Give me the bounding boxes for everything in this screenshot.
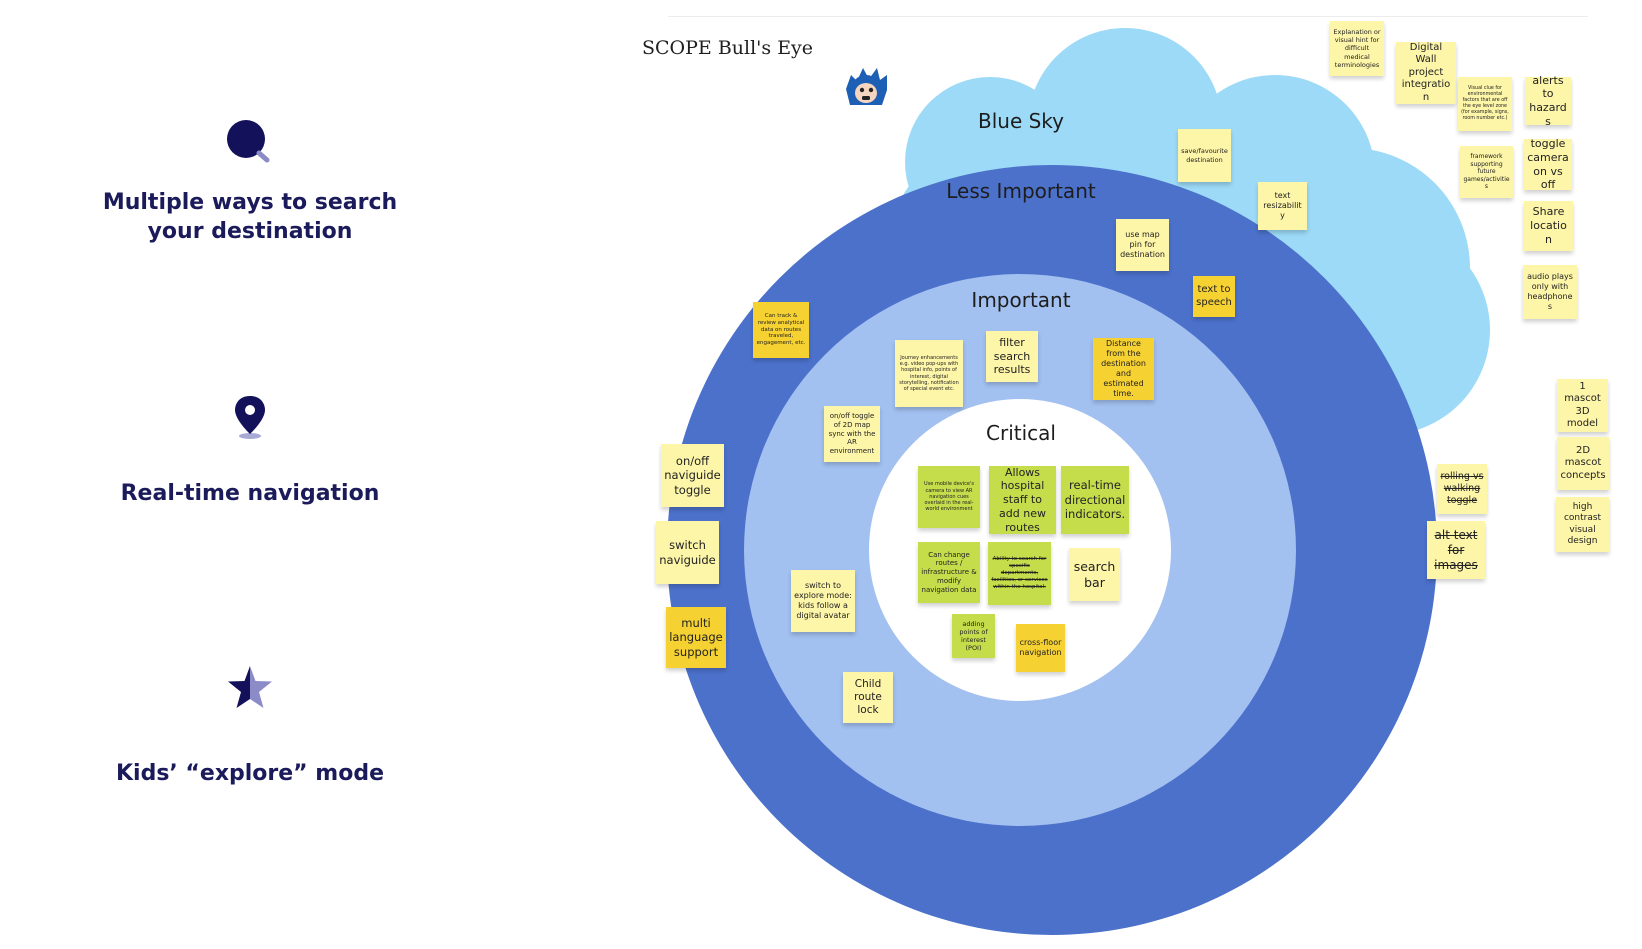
- feature-search: Multiple ways to search your destination: [80, 118, 420, 246]
- sticky-note[interactable]: switch naviguide: [656, 521, 719, 584]
- sticky-note[interactable]: Child route lock: [843, 672, 893, 723]
- star-icon: [228, 666, 272, 708]
- sticky-note[interactable]: audio plays only with headphones: [1523, 265, 1577, 319]
- ring-label-blue-sky: Blue Sky: [978, 109, 1064, 133]
- sticky-note[interactable]: toggle camera on vs off: [1524, 137, 1572, 191]
- search-icon: [227, 120, 270, 163]
- feature-navigation: Real-time navigation: [80, 394, 420, 508]
- mascot-avatar-icon: [846, 68, 887, 105]
- sticky-note[interactable]: cross-floor navigation: [1016, 624, 1065, 672]
- sticky-note[interactable]: real-time directional indicators.: [1061, 466, 1129, 534]
- sticky-note[interactable]: switch to explore mode: kids follow a di…: [791, 570, 855, 632]
- sticky-note[interactable]: Visual clue for environmental factors th…: [1458, 77, 1512, 131]
- sticky-note[interactable]: 2D mascot concepts: [1557, 437, 1609, 490]
- sticky-note[interactable]: Can change routes / infrastructure & mod…: [918, 542, 980, 603]
- sticky-note[interactable]: filter search results: [986, 331, 1038, 382]
- sticky-note[interactable]: high contrast visual design: [1556, 497, 1609, 552]
- location-pin-icon: [235, 396, 265, 439]
- sticky-note-struck[interactable]: rolling vs walking toggle: [1437, 464, 1487, 514]
- feature-label: Multiple ways to search your destination: [102, 190, 398, 244]
- feature-label: Real-time navigation: [120, 481, 380, 506]
- sticky-note[interactable]: 1 mascot 3D model: [1557, 379, 1608, 432]
- sticky-note[interactable]: on/off toggle of 2D map sync with the AR…: [824, 406, 880, 462]
- sticky-note[interactable]: Can track & review analytical data on ro…: [753, 302, 809, 358]
- sticky-note[interactable]: Explanation or visual hint for difficult…: [1330, 21, 1384, 76]
- sticky-note[interactable]: adding points of interest (POI): [952, 614, 995, 658]
- sticky-note[interactable]: multi language support: [666, 607, 726, 668]
- sticky-note[interactable]: Digital Wall project integration: [1396, 42, 1456, 104]
- board-divider: [668, 16, 1588, 17]
- sticky-note[interactable]: Share location: [1524, 201, 1573, 251]
- feature-label: Kids’ “explore” mode: [115, 761, 385, 786]
- ring-label-important: Important: [971, 288, 1070, 312]
- ring-label-critical: Critical: [986, 421, 1056, 445]
- sticky-note[interactable]: framework supporting future games/activi…: [1460, 146, 1513, 198]
- sticky-note[interactable]: use map pin for destination: [1116, 219, 1169, 271]
- sticky-note-struck[interactable]: Ability to search for specific departmen…: [988, 542, 1051, 605]
- sticky-note[interactable]: save/favourite destination: [1178, 129, 1231, 182]
- sticky-note[interactable]: Distance from the destination and estima…: [1093, 338, 1154, 400]
- board-title: SCOPE Bull's Eye: [642, 37, 814, 59]
- sticky-note[interactable]: text resizability: [1258, 182, 1307, 230]
- sticky-note-struck[interactable]: alt text for images: [1427, 521, 1485, 579]
- feature-explore-mode: Kids’ “explore” mode: [80, 664, 420, 788]
- sticky-note[interactable]: search bar: [1069, 548, 1120, 601]
- sticky-note[interactable]: Use mobile device's camera to view AR na…: [918, 466, 980, 528]
- ring-label-less-important: Less Important: [946, 179, 1096, 203]
- sticky-note[interactable]: text to speech: [1193, 276, 1235, 317]
- sticky-note[interactable]: alerts to hazards: [1525, 74, 1571, 128]
- sticky-note[interactable]: on/off naviguide toggle: [661, 444, 724, 507]
- sticky-note[interactable]: Allows hospital staff to add new routes: [989, 466, 1056, 534]
- sticky-note[interactable]: Journey enhancements e.g. video pop-ups …: [895, 340, 963, 407]
